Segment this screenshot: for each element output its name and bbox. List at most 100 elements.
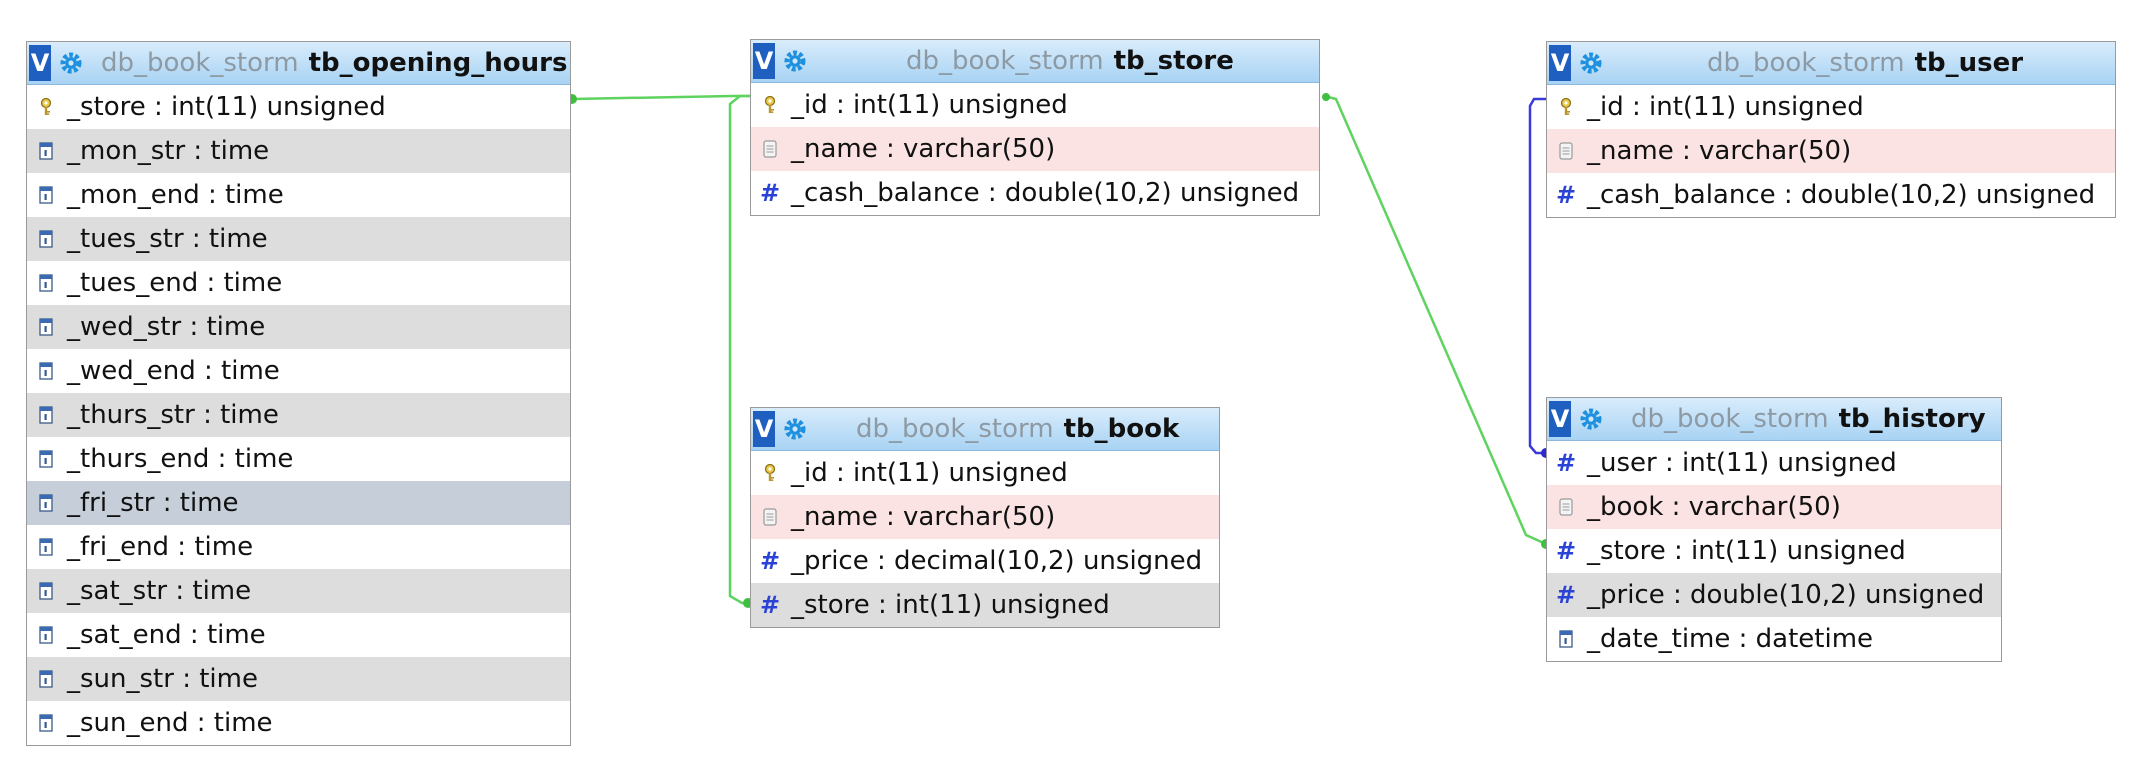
column-row[interactable]: _sun_str : time bbox=[27, 657, 570, 701]
column-row[interactable]: _wed_end : time bbox=[27, 349, 570, 393]
table-title: db_book_storm tb_store bbox=[906, 40, 1234, 82]
text-icon bbox=[1557, 496, 1575, 518]
column-row[interactable]: _name : varchar(50) bbox=[751, 127, 1319, 171]
column-row[interactable]: _mon_str : time bbox=[27, 129, 570, 173]
table-title: db_book_storm tb_opening_hours bbox=[101, 42, 567, 84]
column-row[interactable]: _thurs_str : time bbox=[27, 393, 570, 437]
hash-icon: # bbox=[759, 591, 781, 619]
column-row[interactable]: _date_time : datetime bbox=[1547, 617, 2001, 661]
column-label: _fri_end : time bbox=[67, 532, 254, 562]
column-label: _name : varchar(50) bbox=[1587, 136, 1852, 166]
column-label: _mon_end : time bbox=[67, 180, 284, 210]
column-row[interactable]: _book : varchar(50) bbox=[1547, 485, 2001, 529]
column-row[interactable]: _wed_str : time bbox=[27, 305, 570, 349]
text-icon bbox=[761, 506, 779, 528]
column-row[interactable]: #_store : int(11) unsigned bbox=[1547, 529, 2001, 573]
gear-icon[interactable] bbox=[1577, 49, 1605, 77]
key-icon bbox=[37, 96, 55, 118]
column-row[interactable]: #_price : double(10,2) unsigned bbox=[1547, 573, 2001, 617]
collapse-toggle-button[interactable]: V bbox=[753, 43, 775, 79]
gear-icon[interactable] bbox=[781, 47, 809, 75]
column-label: _cash_balance : double(10,2) unsigned bbox=[791, 178, 1300, 208]
column-row[interactable]: _name : varchar(50) bbox=[751, 495, 1219, 539]
column-label: _user : int(11) unsigned bbox=[1587, 448, 1897, 478]
column-label: _store : int(11) unsigned bbox=[791, 590, 1110, 620]
column-label: _sun_end : time bbox=[67, 708, 273, 738]
column-label: _sun_str : time bbox=[67, 664, 258, 694]
gear-icon[interactable] bbox=[57, 49, 85, 77]
column-row[interactable]: _id : int(11) unsigned bbox=[751, 83, 1319, 127]
column-row[interactable]: _store : int(11) unsigned bbox=[27, 85, 570, 129]
relation-endpoint bbox=[1322, 93, 1330, 101]
time-icon bbox=[37, 228, 55, 250]
database-name: db_book_storm bbox=[1631, 404, 1829, 434]
column-row[interactable]: _tues_str : time bbox=[27, 217, 570, 261]
table-name: tb_opening_hours bbox=[308, 48, 568, 78]
column-row[interactable]: # _user : int(11) unsigned bbox=[1547, 441, 2001, 485]
relation-history-user[interactable] bbox=[1528, 97, 1546, 455]
gear-icon[interactable] bbox=[781, 415, 809, 443]
time-icon bbox=[37, 624, 55, 646]
column-label: _thurs_end : time bbox=[67, 444, 294, 474]
column-row[interactable]: _id : int(11) unsigned bbox=[751, 451, 1219, 495]
table-name: tb_store bbox=[1113, 46, 1234, 76]
table-name: tb_book bbox=[1063, 414, 1180, 444]
time-icon bbox=[37, 316, 55, 338]
column-row[interactable]: _tues_end : time bbox=[27, 261, 570, 305]
column-label: _book : varchar(50) bbox=[1587, 492, 1841, 522]
hash-icon: # bbox=[759, 179, 781, 207]
column-row[interactable]: # _cash_balance : double(10,2) unsigned bbox=[751, 171, 1319, 215]
table-header[interactable]: V db_book_storm tb_store bbox=[751, 40, 1319, 83]
column-row[interactable]: # _store : int(11) unsigned bbox=[751, 583, 1219, 627]
relation-opening-hours-store[interactable] bbox=[571, 94, 750, 101]
text-icon bbox=[761, 138, 779, 160]
table-opening-hours[interactable]: V db_book_storm tb_opening_hours _store :… bbox=[26, 41, 571, 746]
table-header[interactable]: V db_book_storm tb_opening_hours bbox=[27, 42, 570, 85]
column-row[interactable]: _mon_end : time bbox=[27, 173, 570, 217]
column-label: _fri_str : time bbox=[67, 488, 239, 518]
column-row-selected[interactable]: _fri_str : time bbox=[27, 481, 570, 525]
column-row[interactable]: _id : int(11) unsigned bbox=[1547, 85, 2115, 129]
column-label: _id : int(11) unsigned bbox=[791, 458, 1068, 488]
database-name: db_book_storm bbox=[101, 48, 299, 78]
collapse-toggle-button[interactable]: V bbox=[29, 45, 51, 81]
hash-icon: # bbox=[1555, 581, 1577, 609]
gear-icon[interactable] bbox=[1577, 405, 1605, 433]
column-row[interactable]: _name : varchar(50) bbox=[1547, 129, 2115, 173]
column-label: _price : decimal(10,2) unsigned bbox=[791, 546, 1203, 576]
column-row[interactable]: _sat_end : time bbox=[27, 613, 570, 657]
hash-icon: # bbox=[1555, 449, 1577, 477]
column-label: _sat_str : time bbox=[67, 576, 252, 606]
column-row[interactable]: _sun_end : time bbox=[27, 701, 570, 745]
time-icon bbox=[37, 668, 55, 690]
column-row[interactable]: _sat_str : time bbox=[27, 569, 570, 613]
collapse-toggle-button[interactable]: V bbox=[1549, 45, 1571, 81]
key-icon bbox=[761, 462, 779, 484]
column-list: _id : int(11) unsigned _name : varchar(5… bbox=[751, 83, 1319, 215]
key-icon bbox=[761, 94, 779, 116]
column-list: # _user : int(11) unsigned _book : varcha… bbox=[1547, 441, 2001, 661]
collapse-toggle-button[interactable]: V bbox=[753, 411, 775, 447]
relation-book-store[interactable] bbox=[728, 94, 750, 605]
relation-history-store[interactable] bbox=[1323, 94, 1547, 546]
column-row[interactable]: #_price : decimal(10,2) unsigned bbox=[751, 539, 1219, 583]
table-store[interactable]: V db_book_storm tb_store _id : int(11) un… bbox=[750, 39, 1320, 216]
collapse-toggle-button[interactable]: V bbox=[1549, 401, 1571, 437]
column-label: _store : int(11) unsigned bbox=[67, 92, 386, 122]
column-row[interactable]: #_cash_balance : double(10,2) unsigned bbox=[1547, 173, 2115, 217]
time-icon bbox=[37, 712, 55, 734]
database-name: db_book_storm bbox=[906, 46, 1104, 76]
column-row[interactable]: _thurs_end : time bbox=[27, 437, 570, 481]
column-label: _wed_end : time bbox=[67, 356, 280, 386]
column-label: _mon_str : time bbox=[67, 136, 270, 166]
time-icon bbox=[37, 448, 55, 470]
table-name: tb_user bbox=[1914, 48, 2024, 78]
column-row[interactable]: _fri_end : time bbox=[27, 525, 570, 569]
